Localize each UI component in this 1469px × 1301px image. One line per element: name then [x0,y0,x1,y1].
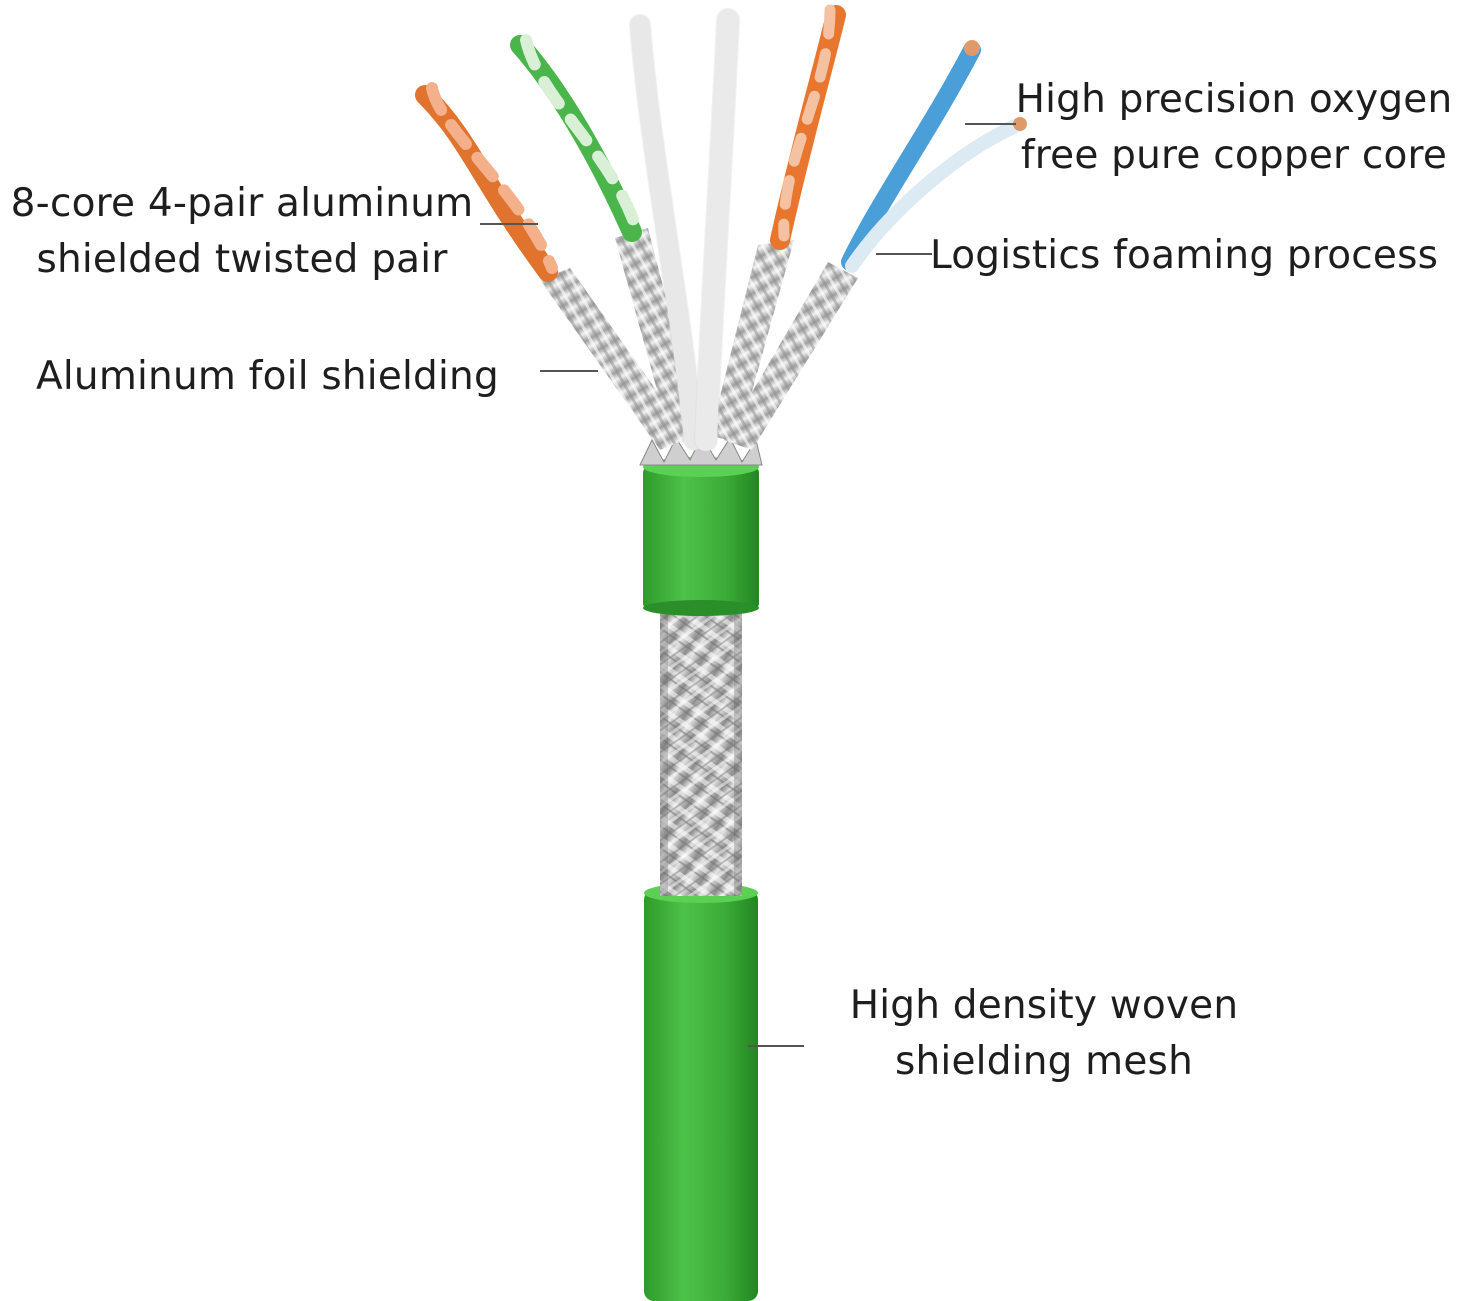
outer-jacket-lower [644,883,758,1301]
label-mesh-line1: High density woven [849,983,1239,1028]
foil-pair-1 [540,268,690,450]
outer-jacket-ring [643,457,759,616]
label-shielding-mesh: High density woven shielding mesh [838,978,1250,1090]
copper-tip-1 [964,40,980,56]
wire-pair-orange-left [415,82,558,282]
label-foaming-line1: Logistics foaming process [930,233,1439,278]
label-foil-line1: Aluminum foil shielding [36,354,499,399]
leader-lines [480,123,1016,1047]
label-foaming-process: Logistics foaming process [930,228,1438,284]
label-copper-core-line2: free pure copper core [1020,133,1448,178]
wire-pair-orange-right [770,4,846,250]
foil-pair-3 [710,240,794,442]
copper-tip-2 [1013,117,1027,131]
wire-white-center [629,8,740,452]
braided-shield [660,600,742,896]
label-twisted-pair: 8-core 4-pair aluminum shielded twisted … [0,176,484,288]
label-mesh-line2: shielding mesh [895,1039,1193,1084]
foil-pair-4 [724,262,858,450]
label-twisted-pair-line1: 8-core 4-pair aluminum [10,181,474,226]
label-copper-core: High precision oxygen free pure copper c… [1004,72,1464,184]
label-twisted-pair-line2: shielded twisted pair [36,237,448,282]
wire-pair-blue [841,40,1027,273]
wire-pair-green [510,34,642,242]
label-copper-core-line1: High precision oxygen [1015,77,1453,122]
label-foil-shielding: Aluminum foil shielding [36,349,499,405]
